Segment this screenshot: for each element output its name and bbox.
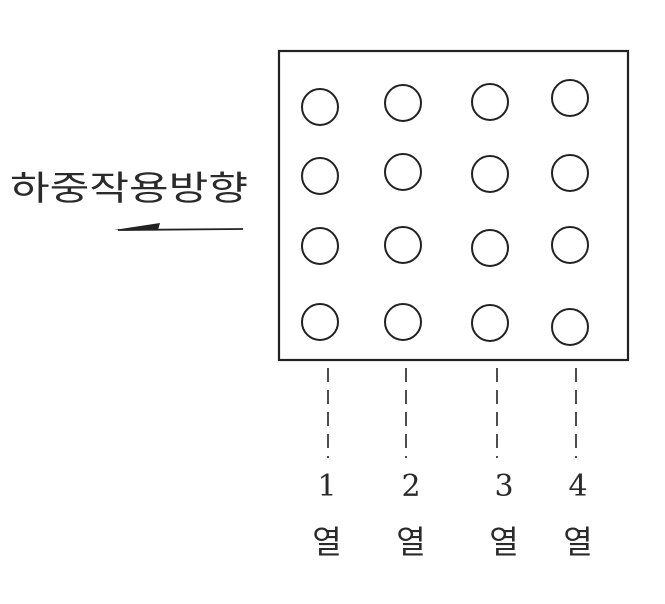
column-number-label: 3 bbox=[494, 469, 513, 504]
bolt-hole bbox=[471, 83, 509, 121]
bolt-grid bbox=[301, 79, 589, 346]
column-suffix-label: 열 bbox=[563, 523, 592, 561]
bolt-hole bbox=[301, 227, 339, 265]
load-direction-arrow bbox=[114, 223, 244, 231]
bolt-hole bbox=[384, 226, 422, 264]
bolt-hole bbox=[301, 157, 339, 195]
bolt-hole bbox=[471, 229, 509, 267]
bolt-hole bbox=[384, 84, 422, 122]
bolt-hole bbox=[301, 303, 339, 341]
bolt-hole bbox=[551, 79, 589, 117]
bolt-hole bbox=[471, 155, 509, 193]
column-number-label: 4 bbox=[568, 469, 587, 504]
column-suffix-label: 열 bbox=[489, 523, 518, 561]
bolt-hole bbox=[301, 88, 339, 126]
column-suffix-label: 열 bbox=[396, 523, 425, 561]
column-number-label: 1 bbox=[317, 469, 336, 504]
load-direction-label: 하중작용방향 bbox=[10, 169, 248, 209]
bolt-hole bbox=[551, 154, 589, 192]
plate-outline bbox=[277, 49, 630, 362]
column-labels: 1 열 2 열 3 열 4 열 bbox=[312, 469, 592, 561]
column-guide-lines bbox=[327, 368, 577, 458]
bolt-hole bbox=[384, 153, 422, 191]
column-suffix-label: 열 bbox=[312, 523, 341, 561]
column-number-label: 2 bbox=[401, 469, 420, 504]
bolt-hole bbox=[384, 303, 422, 341]
bolt-hole bbox=[551, 308, 589, 346]
bolt-hole bbox=[551, 226, 589, 264]
bolt-hole bbox=[471, 304, 509, 342]
